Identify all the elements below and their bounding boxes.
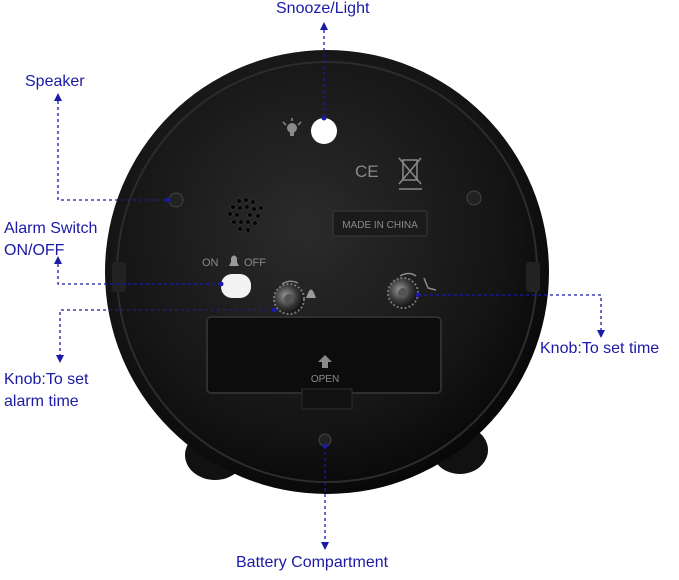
alarm-switch-label-line1: Alarm Switch	[4, 220, 98, 237]
alarm-switch-slider[interactable]	[221, 274, 251, 298]
annotation-lines	[57, 24, 602, 542]
bell-icon	[229, 255, 239, 266]
alarm-switch-label: Alarm Switch ON/OFF	[4, 218, 97, 262]
open-arrow-icon	[318, 355, 332, 368]
time-knob[interactable]	[387, 277, 419, 309]
speaker-label: Speaker	[25, 73, 85, 90]
alarm-switch-label-line2: ON/OFF	[4, 242, 65, 259]
alarm-knob-bell-icon	[306, 289, 316, 298]
recycle-bin-icon	[398, 157, 422, 190]
clock-body	[105, 50, 549, 494]
bulb-icon	[282, 118, 302, 136]
open-text: OPEN	[311, 374, 339, 385]
left-clip	[112, 262, 126, 292]
screw-left	[168, 192, 184, 208]
made-in-plate	[332, 210, 428, 237]
knob-alarm-label: Knob:To set alarm time	[4, 369, 89, 413]
right-clip	[526, 262, 540, 292]
switch-on-text: ON	[202, 257, 219, 269]
made-in-text: MADE IN CHINA	[342, 220, 418, 231]
battery-label: Battery Compartment	[236, 554, 389, 571]
knob-alarm-label-line1: Knob:To set	[4, 371, 89, 388]
snooze-light-button[interactable]	[311, 118, 337, 144]
speaker-grille	[227, 197, 264, 233]
time-knob-clock-icon	[423, 277, 437, 291]
knob-alarm-label-line2: alarm time	[4, 393, 79, 410]
switch-off-text: OFF	[244, 257, 266, 269]
knob-time-label: Knob:To set time	[540, 340, 660, 357]
annotation-arrowheads	[54, 22, 605, 550]
battery-latch[interactable]	[301, 388, 353, 410]
snooze-light-label: Snooze/Light	[276, 0, 370, 17]
time-knob-arrow-icon	[399, 272, 417, 277]
alarm-knob[interactable]	[273, 283, 305, 315]
screw-right	[466, 190, 482, 206]
alarm-knob-arrow-icon	[281, 280, 299, 285]
ce-mark: CE	[355, 162, 379, 181]
